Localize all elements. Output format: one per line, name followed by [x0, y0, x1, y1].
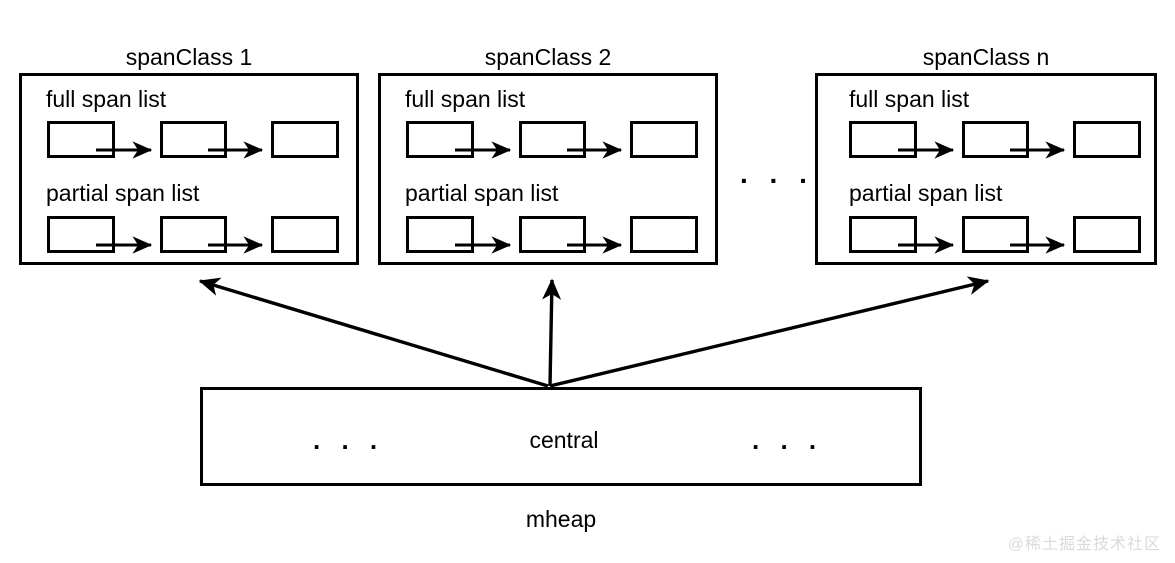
span-node[interactable]	[1073, 216, 1141, 253]
partial-span-node-row	[818, 216, 1160, 253]
full-span-list-label: full span list	[405, 86, 526, 112]
span-node[interactable]	[160, 121, 227, 158]
span-node[interactable]	[962, 216, 1029, 253]
span-node[interactable]	[849, 216, 917, 253]
span-class-panel: full span list partial span list	[19, 73, 359, 265]
span-class-group-1: spanClass 1 full span list partial span …	[19, 43, 359, 270]
partial-span-node-row	[381, 216, 721, 253]
span-class-group-2: spanClass 2 full span list partial span …	[378, 43, 718, 270]
span-class-title: spanClass 1	[125, 44, 253, 70]
span-class-group-n: spanClass n full span list partial span …	[815, 43, 1157, 270]
span-node[interactable]	[630, 121, 698, 158]
mheap-label: mheap	[525, 506, 597, 532]
span-node[interactable]	[406, 121, 474, 158]
partial-span-node-row	[22, 216, 362, 253]
span-node[interactable]	[849, 121, 917, 158]
central-box[interactable]: . . . central . . .	[200, 387, 922, 486]
central-left-ellipsis: . . .	[313, 425, 385, 455]
central-right-ellipsis: . . .	[752, 425, 824, 455]
span-node[interactable]	[47, 216, 115, 253]
full-span-node-row	[818, 121, 1160, 158]
full-span-node-row	[22, 121, 362, 158]
span-class-panel: full span list partial span list	[815, 73, 1157, 265]
partial-span-list-label: partial span list	[46, 180, 200, 206]
full-span-list-label: full span list	[849, 86, 970, 112]
panels-ellipsis: . . .	[740, 158, 814, 189]
span-node[interactable]	[1073, 121, 1141, 158]
span-node[interactable]	[47, 121, 115, 158]
span-node[interactable]	[630, 216, 698, 253]
watermark: @稀土掘金技术社区	[1007, 536, 1161, 553]
span-node[interactable]	[519, 216, 586, 253]
arrow-central-to-span-class-2	[542, 278, 562, 387]
span-node[interactable]	[962, 121, 1029, 158]
span-node[interactable]	[160, 216, 227, 253]
partial-span-list-label: partial span list	[849, 180, 1003, 206]
central-label: central	[529, 427, 599, 453]
span-node[interactable]	[519, 121, 586, 158]
arrow-central-to-span-class-1	[198, 277, 549, 388]
arrow-central-to-span-class-n	[549, 276, 990, 388]
span-node[interactable]	[406, 216, 474, 253]
full-span-node-row	[381, 121, 721, 158]
full-span-list-label: full span list	[46, 86, 167, 112]
span-class-panel: full span list partial span list	[378, 73, 718, 265]
span-node[interactable]	[271, 216, 339, 253]
span-class-title: spanClass n	[922, 44, 1050, 70]
span-class-title: spanClass 2	[484, 44, 612, 70]
span-node[interactable]	[271, 121, 339, 158]
partial-span-list-label: partial span list	[405, 180, 559, 206]
